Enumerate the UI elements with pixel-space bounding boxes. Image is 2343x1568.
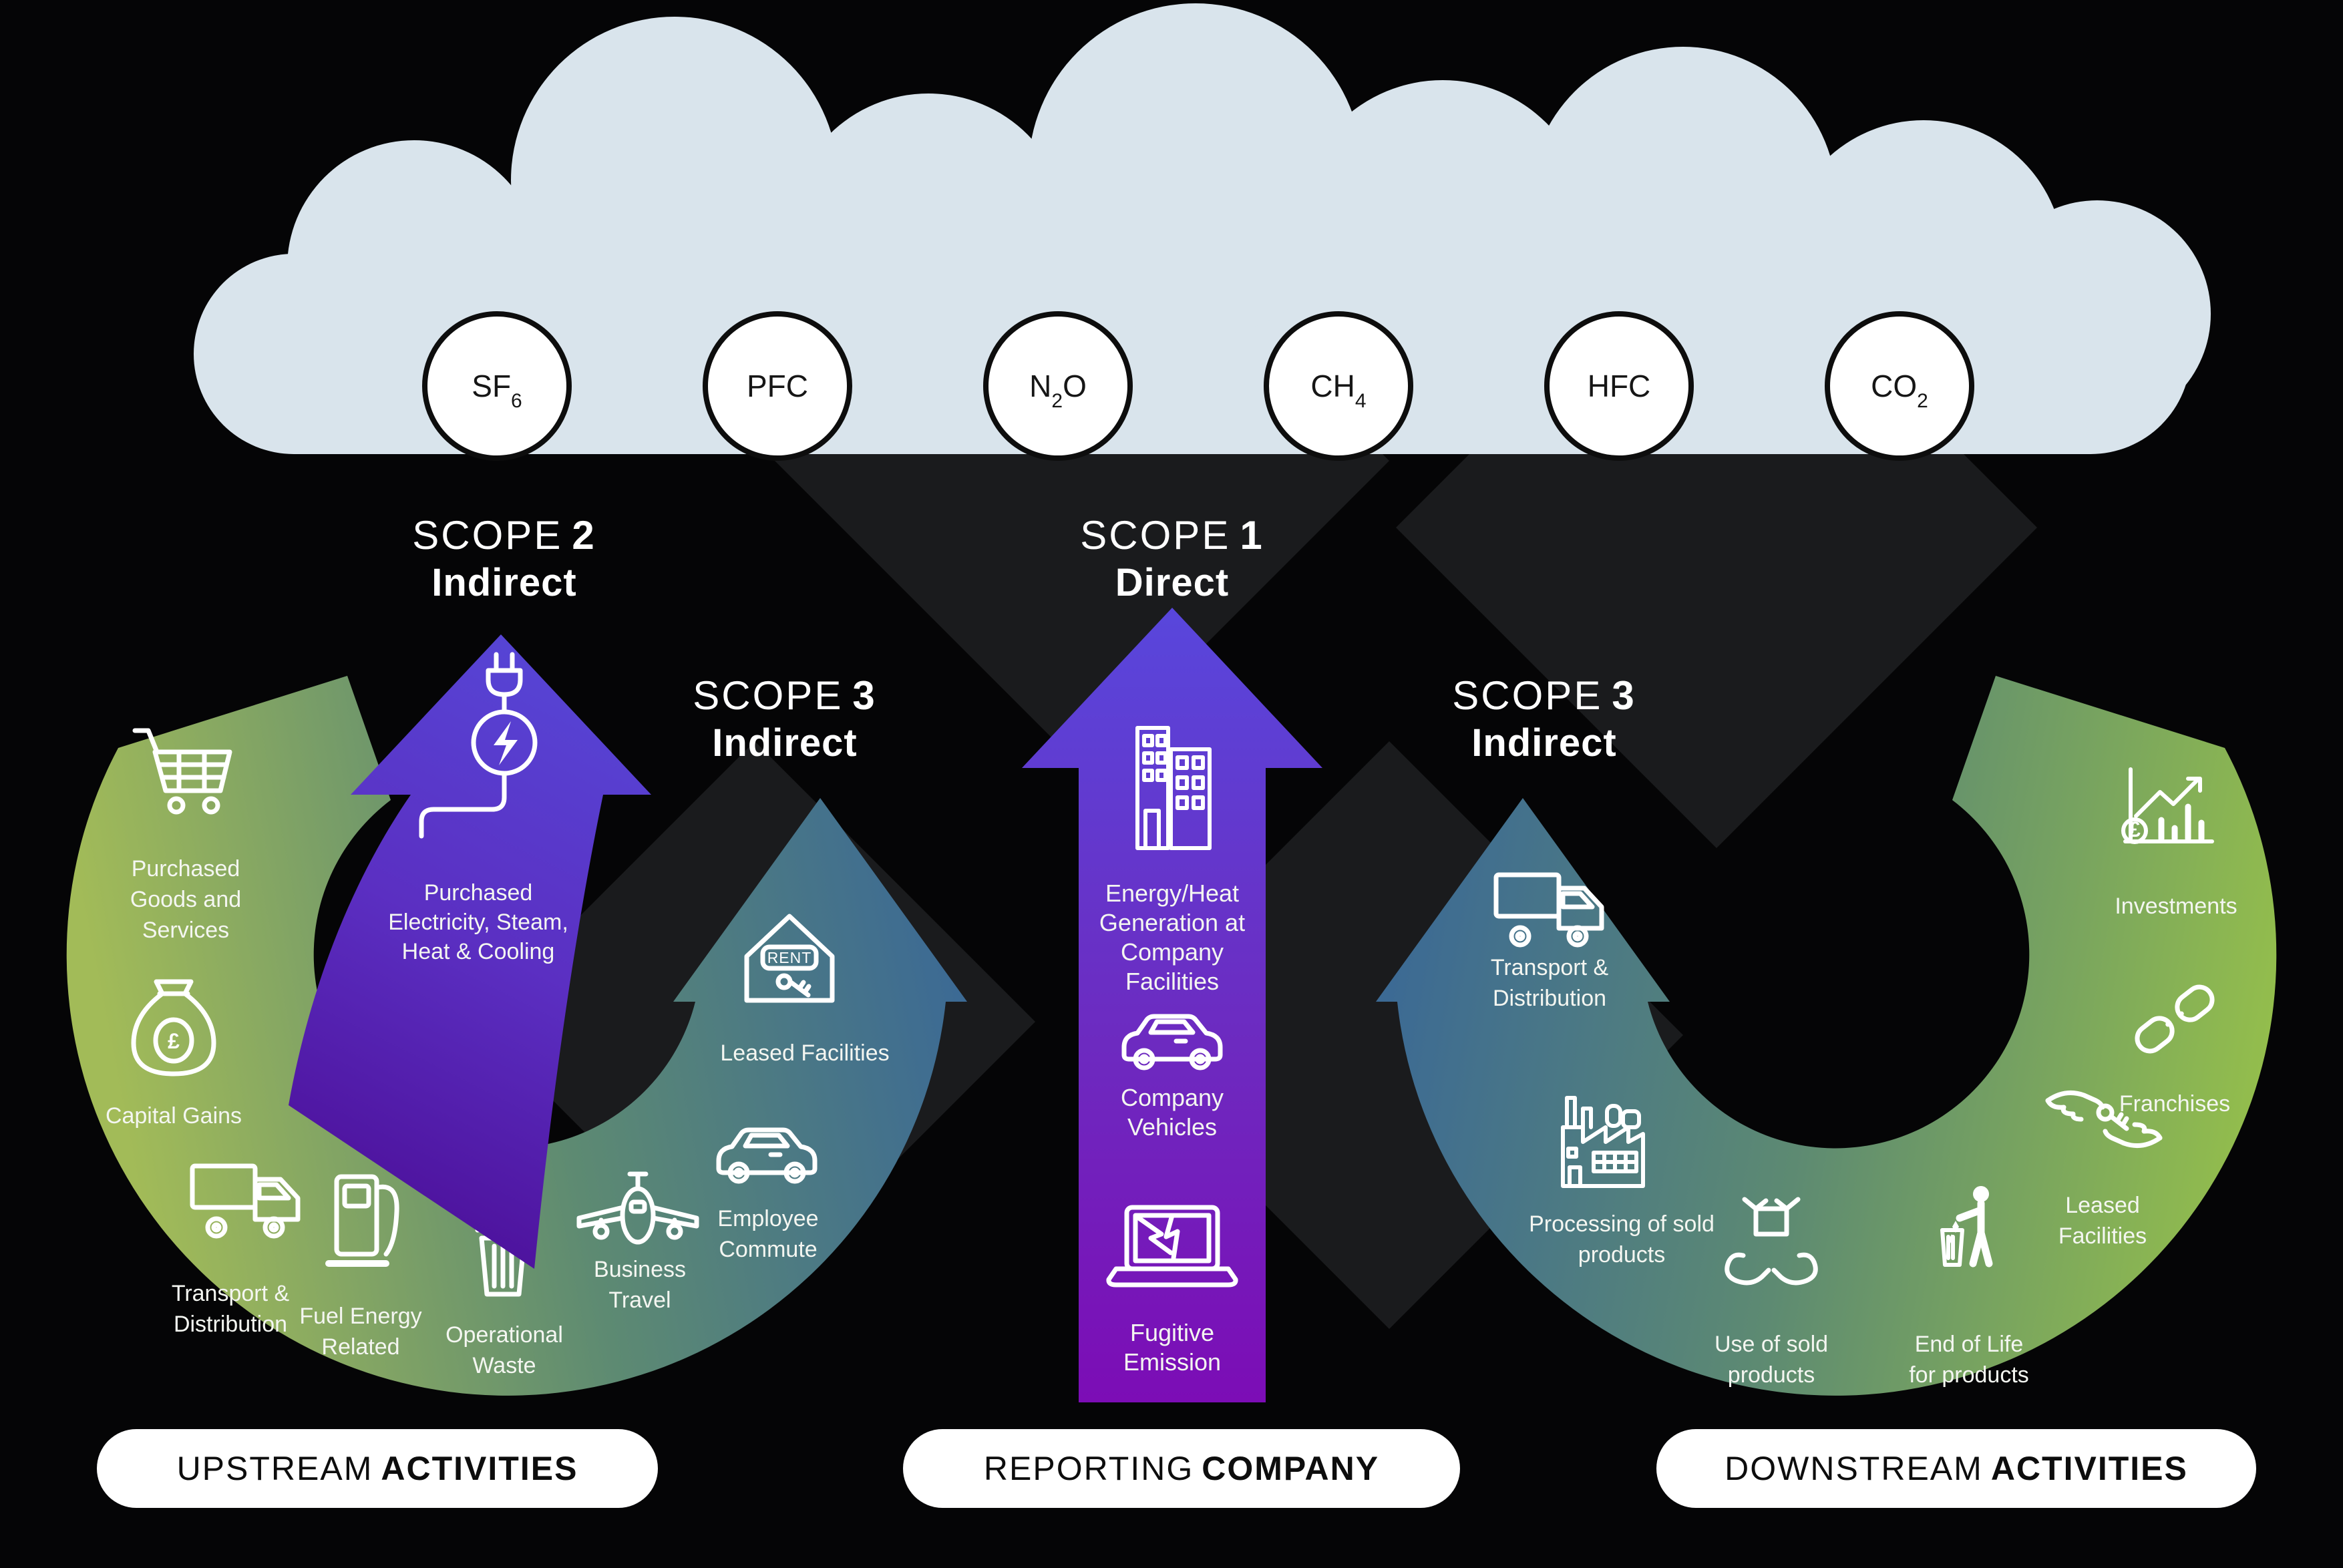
label-purchased-goods: Services: [142, 918, 229, 943]
label-investments: Investments: [2115, 894, 2237, 919]
svg-text:SF6: SF6: [472, 369, 522, 412]
investment-chart-icon: £: [2121, 767, 2214, 844]
upstream-arc: Purchased Goods and Services £ Capital G…: [66, 676, 968, 1396]
label-purchased-electricity: Electricity, Steam,: [388, 910, 568, 935]
label-business-travel: Business: [594, 1257, 686, 1282]
label-leased-facilities: Leased Facilities: [720, 1040, 889, 1066]
scope2-kind: Indirect: [431, 561, 577, 604]
chain-link-icon: [2135, 984, 2215, 1054]
label-capital-gains: Capital Gains: [106, 1103, 242, 1129]
gas-bubbles: SF6 PFC N2O CH4 HFC CO2: [422, 311, 1974, 461]
gas-bubble-hfc: HFC: [1544, 311, 1694, 461]
label-end-of-life: End of Life: [1915, 1332, 2024, 1357]
scope1-arrow-shape: [1022, 608, 1322, 1402]
label-fuel-energy: Related: [321, 1334, 399, 1360]
factory-icon: [1561, 1096, 1645, 1188]
label-purchased-electricity: Heat & Cooling: [402, 939, 555, 964]
label-employee-commute: Commute: [719, 1237, 817, 1262]
gas-bubble-n2o: N2O: [983, 311, 1133, 461]
label-fugitive-emission: Emission: [1123, 1348, 1221, 1376]
label-transport-distribution: Distribution: [174, 1312, 287, 1337]
upstream-arc-shape: [66, 676, 968, 1396]
label-operational-waste: Operational: [445, 1322, 563, 1348]
label-employee-commute: Employee: [717, 1206, 818, 1231]
airplane-icon: [576, 1171, 699, 1245]
svg-text:RENT: RENT: [767, 949, 812, 966]
shopping-cart-icon: [132, 728, 232, 815]
money-bag-icon: £: [131, 979, 216, 1076]
laptop-crack-icon: [1106, 1205, 1238, 1288]
label-company-vehicles: Company: [1121, 1084, 1224, 1111]
downstream-arc-shape: [1376, 676, 2277, 1396]
label-transport-distribution: Distribution: [1493, 986, 1606, 1011]
svg-text:PFC: PFC: [747, 369, 808, 403]
scope1-arrow: Energy/Heat Generation at Company Facili…: [1022, 608, 1322, 1402]
label-energy-heat: Company: [1121, 938, 1224, 966]
svg-text:N2O: N2O: [1029, 369, 1087, 412]
hands-key-icon: [2045, 1090, 2163, 1149]
label-purchased-goods: Purchased: [132, 856, 240, 881]
svg-text:CO2: CO2: [1871, 369, 1928, 412]
hands-box-icon: [1725, 1197, 1818, 1286]
label-business-travel: Travel: [608, 1288, 671, 1313]
svg-text:£: £: [2129, 817, 2141, 841]
label-energy-heat: Facilities: [1125, 968, 1219, 995]
label-use-of-sold: Use of sold: [1715, 1332, 1828, 1357]
label-energy-heat: Energy/Heat: [1105, 879, 1239, 907]
label-fugitive-emission: Fugitive: [1130, 1319, 1214, 1346]
label-company-vehicles: Vehicles: [1127, 1113, 1217, 1141]
label-processing-sold: products: [1578, 1242, 1665, 1267]
person-trash-icon: [1940, 1186, 1993, 1267]
scope1-kind: Direct: [1115, 561, 1229, 604]
scope3-right-kind: Indirect: [1471, 721, 1617, 765]
rent-house-key-icon: RENT: [744, 914, 835, 1003]
label-use-of-sold: products: [1728, 1362, 1815, 1388]
fuel-pump-icon: [325, 1174, 399, 1267]
label-processing-sold: Processing of sold: [1529, 1211, 1715, 1237]
scope2-arrow: Purchased Electricity, Steam, Heat & Coo…: [289, 634, 651, 1269]
label-transport-distribution: Transport &: [1491, 955, 1609, 980]
label-leased-facilities: Leased: [2065, 1193, 2140, 1218]
building-icon: [1135, 726, 1212, 850]
svg-text:CH4: CH4: [1310, 369, 1366, 412]
plug-electricity-icon: [419, 652, 538, 839]
ghg-cloud: SF6 PFC N2O CH4 HFC CO2: [194, 3, 2211, 461]
label-energy-heat: Generation at: [1099, 909, 1245, 936]
label-franchises: Franchises: [2119, 1091, 2230, 1117]
label-fuel-energy: Fuel Energy: [299, 1304, 421, 1329]
label-purchased-goods: Goods and: [130, 887, 241, 912]
gas-bubble-ch4: CH4: [1264, 311, 1413, 461]
label-leased-facilities: Facilities: [2058, 1223, 2147, 1249]
label-end-of-life: for products: [1909, 1362, 2029, 1388]
gas-bubble-co2: CO2: [1825, 311, 1974, 461]
scope3-left-kind: Indirect: [712, 721, 858, 765]
gas-bubble-sf6: SF6: [422, 311, 572, 461]
label-transport-distribution: Transport &: [172, 1281, 290, 1306]
scope2-arrow-shape: [289, 634, 651, 1269]
gas-bubble-pfc: PFC: [703, 311, 852, 461]
label-operational-waste: Waste: [472, 1353, 536, 1378]
svg-text:£: £: [168, 1029, 180, 1053]
label-purchased-electricity: Purchased: [424, 880, 533, 906]
svg-text:HFC: HFC: [1588, 369, 1651, 403]
downstream-arc: Transport & Distribution Processing of s…: [1376, 676, 2277, 1396]
